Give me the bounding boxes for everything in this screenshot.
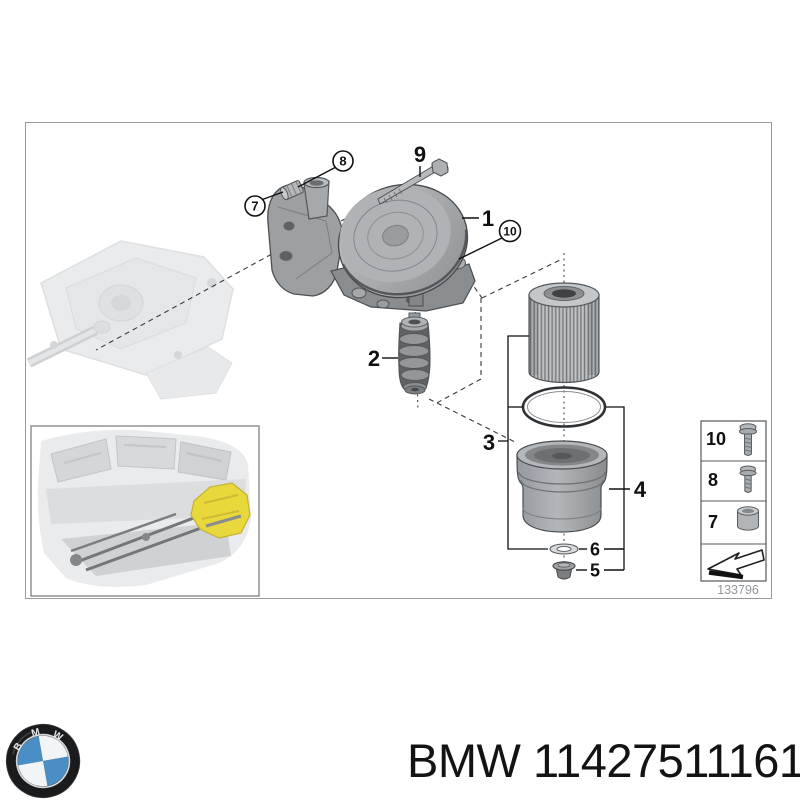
legend-row-8-label: 8 bbox=[708, 470, 718, 490]
flange-bolt-long-icon bbox=[739, 423, 757, 456]
diagram-number: 133796 bbox=[717, 583, 759, 597]
roundel-quadrant-blue-br bbox=[43, 756, 69, 786]
callout-8-circle bbox=[332, 150, 354, 172]
legend-row-10-label: 10 bbox=[706, 429, 726, 449]
callout-10-label: 10 bbox=[503, 225, 517, 239]
bolt-part-9 bbox=[377, 158, 449, 205]
bypass-valve-part-2 bbox=[398, 312, 431, 395]
callout-7-circle bbox=[244, 195, 266, 217]
callout-3-label: 3 bbox=[483, 430, 495, 455]
callout-6-label: 6 bbox=[590, 540, 600, 560]
callout-9-label: 9 bbox=[414, 142, 426, 167]
parts-diagram-frame: 7 8 9 1 10 2 3 4 6 5 bbox=[25, 122, 772, 599]
legend-row-7-label: 7 bbox=[708, 512, 718, 532]
callout-8-label: 8 bbox=[339, 154, 346, 169]
drain-plug-part-5 bbox=[552, 561, 576, 580]
callout-1-label: 1 bbox=[482, 206, 494, 231]
location-photo-inset bbox=[30, 425, 260, 597]
bmw-roundel-logo: B M W bbox=[5, 723, 81, 799]
filter-cap-part-4 bbox=[516, 440, 608, 533]
part-number: 11427511161 bbox=[532, 734, 800, 787]
sleeve-bushing-icon bbox=[737, 506, 759, 531]
brand-name: BMW bbox=[407, 734, 521, 787]
oil-pump-faded-illustration bbox=[26, 240, 234, 400]
roundel-quadrant-blue-tl bbox=[17, 736, 44, 766]
callout-2-label: 2 bbox=[368, 346, 380, 371]
callout-7-label: 7 bbox=[251, 199, 258, 214]
filter-element bbox=[528, 282, 600, 384]
oil-filter-housing-part-1 bbox=[267, 176, 476, 312]
highlighted-filter-housing-location bbox=[190, 482, 251, 539]
callout-10-circle bbox=[498, 219, 522, 243]
callout-5-label: 5 bbox=[590, 561, 600, 581]
direction-arrow-icon bbox=[707, 549, 765, 580]
callout-4-label: 4 bbox=[634, 477, 647, 502]
washer-part-6 bbox=[549, 543, 579, 555]
roundel-letter-m: M bbox=[30, 727, 41, 740]
callouts: 7 8 9 1 10 2 3 4 6 5 bbox=[244, 142, 647, 581]
main-diagram: 7 8 9 1 10 2 3 4 6 5 bbox=[26, 142, 767, 597]
part-number-title: BMW 11427511161 bbox=[407, 733, 800, 788]
flange-bolt-short-icon bbox=[739, 465, 757, 493]
roundel-letter-b: B bbox=[12, 741, 25, 753]
legend-box: 10 8 7 bbox=[700, 420, 767, 582]
